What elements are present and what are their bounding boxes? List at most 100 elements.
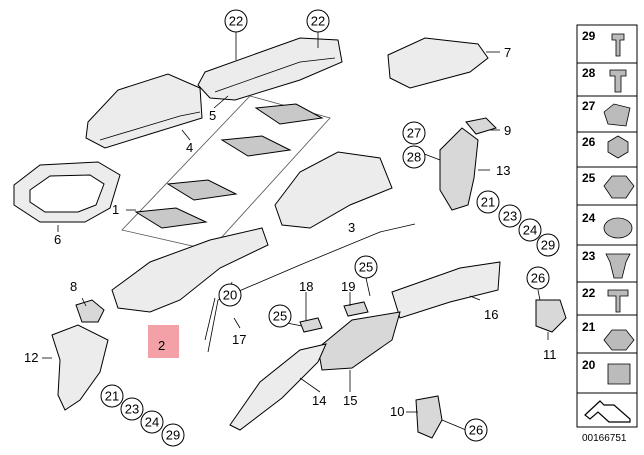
callout-26-bottom[interactable]: 26 <box>464 418 488 442</box>
part-13-duct <box>439 127 479 211</box>
svg-text:26: 26 <box>531 271 545 286</box>
svg-text:25: 25 <box>359 260 373 275</box>
part-1-outline <box>121 95 331 251</box>
part-7-panel <box>387 37 489 89</box>
part-12-duct <box>51 324 109 411</box>
label-18[interactable]: 18 <box>299 279 313 294</box>
label-17[interactable]: 17 <box>232 332 246 347</box>
part-19-clip <box>343 301 369 317</box>
label-2-highlighted[interactable]: 2 <box>148 325 179 358</box>
label-15[interactable]: 15 <box>343 393 357 408</box>
arrow-icon <box>584 400 631 423</box>
legend-cell-23[interactable]: 23 <box>576 244 638 283</box>
label-19[interactable]: 19 <box>341 279 355 294</box>
svg-text:25: 25 <box>273 309 287 324</box>
callout-21-bottom[interactable]: 21 <box>100 384 124 408</box>
svg-text:21: 21 <box>481 195 495 210</box>
part-8-bracket <box>75 299 105 323</box>
grommet-icon <box>603 329 635 351</box>
callout-29-bottom[interactable]: 29 <box>161 423 185 447</box>
label-8[interactable]: 8 <box>70 279 77 294</box>
fastener-legend: 29 28 27 26 25 24 23 <box>576 24 638 444</box>
part-17-seal <box>204 223 416 353</box>
part-9-clip <box>465 117 497 135</box>
svg-text:22: 22 <box>311 14 325 29</box>
callout-24-top[interactable]: 24 <box>518 218 542 242</box>
label-6[interactable]: 6 <box>54 232 61 247</box>
svg-text:27: 27 <box>582 99 596 113</box>
callout-25-mid[interactable]: 25 <box>268 304 292 328</box>
legend-cell-25[interactable]: 25 <box>576 166 638 206</box>
svg-text:21: 21 <box>105 389 119 404</box>
legend-cell-28[interactable]: 28 <box>576 62 638 97</box>
callout-22-left[interactable]: 22 <box>224 9 248 33</box>
label-12[interactable]: 12 <box>24 350 38 365</box>
label-10[interactable]: 10 <box>390 404 404 419</box>
callout-20[interactable]: 20 <box>218 283 242 307</box>
plug-icon <box>607 363 631 385</box>
svg-text:29: 29 <box>582 29 596 43</box>
label-13[interactable]: 13 <box>496 163 510 178</box>
filter-element-3 <box>166 179 238 201</box>
filter-element-1 <box>254 103 324 125</box>
label-5[interactable]: 5 <box>209 108 216 123</box>
label-11[interactable]: 11 <box>543 347 557 362</box>
filter-element-4 <box>134 207 208 229</box>
part-15-tray <box>317 311 401 371</box>
label-14[interactable]: 14 <box>312 393 326 408</box>
svg-text:24: 24 <box>582 211 596 225</box>
svg-text:23: 23 <box>125 402 139 417</box>
legend-cell-arrow <box>576 392 638 428</box>
svg-text:28: 28 <box>582 66 596 80</box>
callout-22-right[interactable]: 22 <box>306 9 330 33</box>
callout-21-top[interactable]: 21 <box>476 190 500 214</box>
callout-23-bottom[interactable]: 23 <box>120 397 144 421</box>
callout-26-right[interactable]: 26 <box>526 266 550 290</box>
cap-icon <box>603 217 633 239</box>
part-4-cover <box>85 73 203 149</box>
callout-28[interactable]: 28 <box>402 145 426 169</box>
part-14-panel <box>229 343 327 431</box>
callout-29-top[interactable]: 29 <box>536 233 560 257</box>
svg-text:26: 26 <box>582 135 596 149</box>
svg-text:23: 23 <box>582 249 596 263</box>
screw-icon <box>609 69 627 93</box>
svg-text:2: 2 <box>158 338 165 353</box>
svg-text:28: 28 <box>407 150 421 165</box>
callout-27[interactable]: 27 <box>402 121 426 145</box>
legend-cell-21[interactable]: 21 <box>576 314 638 354</box>
label-7[interactable]: 7 <box>504 45 511 60</box>
legend-cell-20[interactable]: 20 <box>576 352 638 394</box>
push-rivet-icon <box>611 33 625 57</box>
part-10-bracket <box>415 395 443 439</box>
callout-24-bottom[interactable]: 24 <box>140 410 164 434</box>
svg-text:26: 26 <box>469 423 483 438</box>
svg-text:21: 21 <box>582 320 596 334</box>
legend-cell-27[interactable]: 27 <box>576 95 638 133</box>
svg-text:25: 25 <box>582 171 596 185</box>
legend-cell-29[interactable]: 29 <box>576 24 638 64</box>
part-18-clip <box>299 317 323 333</box>
label-16[interactable]: 16 <box>484 307 498 322</box>
callout-25-top[interactable]: 25 <box>354 255 378 279</box>
legend-cell-26[interactable]: 26 <box>576 131 638 168</box>
part-16-duct <box>391 261 501 319</box>
svg-text:29: 29 <box>166 428 180 443</box>
label-3[interactable]: 3 <box>348 220 355 235</box>
fillister-screw-icon <box>607 289 629 313</box>
legend-cell-24[interactable]: 24 <box>576 204 638 246</box>
svg-text:24: 24 <box>523 223 537 238</box>
part-11-bracket <box>535 299 567 333</box>
label-9[interactable]: 9 <box>504 123 511 138</box>
svg-text:24: 24 <box>145 415 159 430</box>
part-20-duct <box>111 227 269 313</box>
svg-text:20: 20 <box>223 288 237 303</box>
svg-text:22: 22 <box>582 286 596 300</box>
label-4[interactable]: 4 <box>186 140 193 155</box>
label-1[interactable]: 1 <box>112 202 119 217</box>
callout-23-top[interactable]: 23 <box>498 204 522 228</box>
diagram-code: 00166751 <box>582 433 627 444</box>
legend-cell-22[interactable]: 22 <box>576 281 638 316</box>
clip-nut-icon <box>603 103 631 127</box>
filter-element-2 <box>220 135 292 157</box>
